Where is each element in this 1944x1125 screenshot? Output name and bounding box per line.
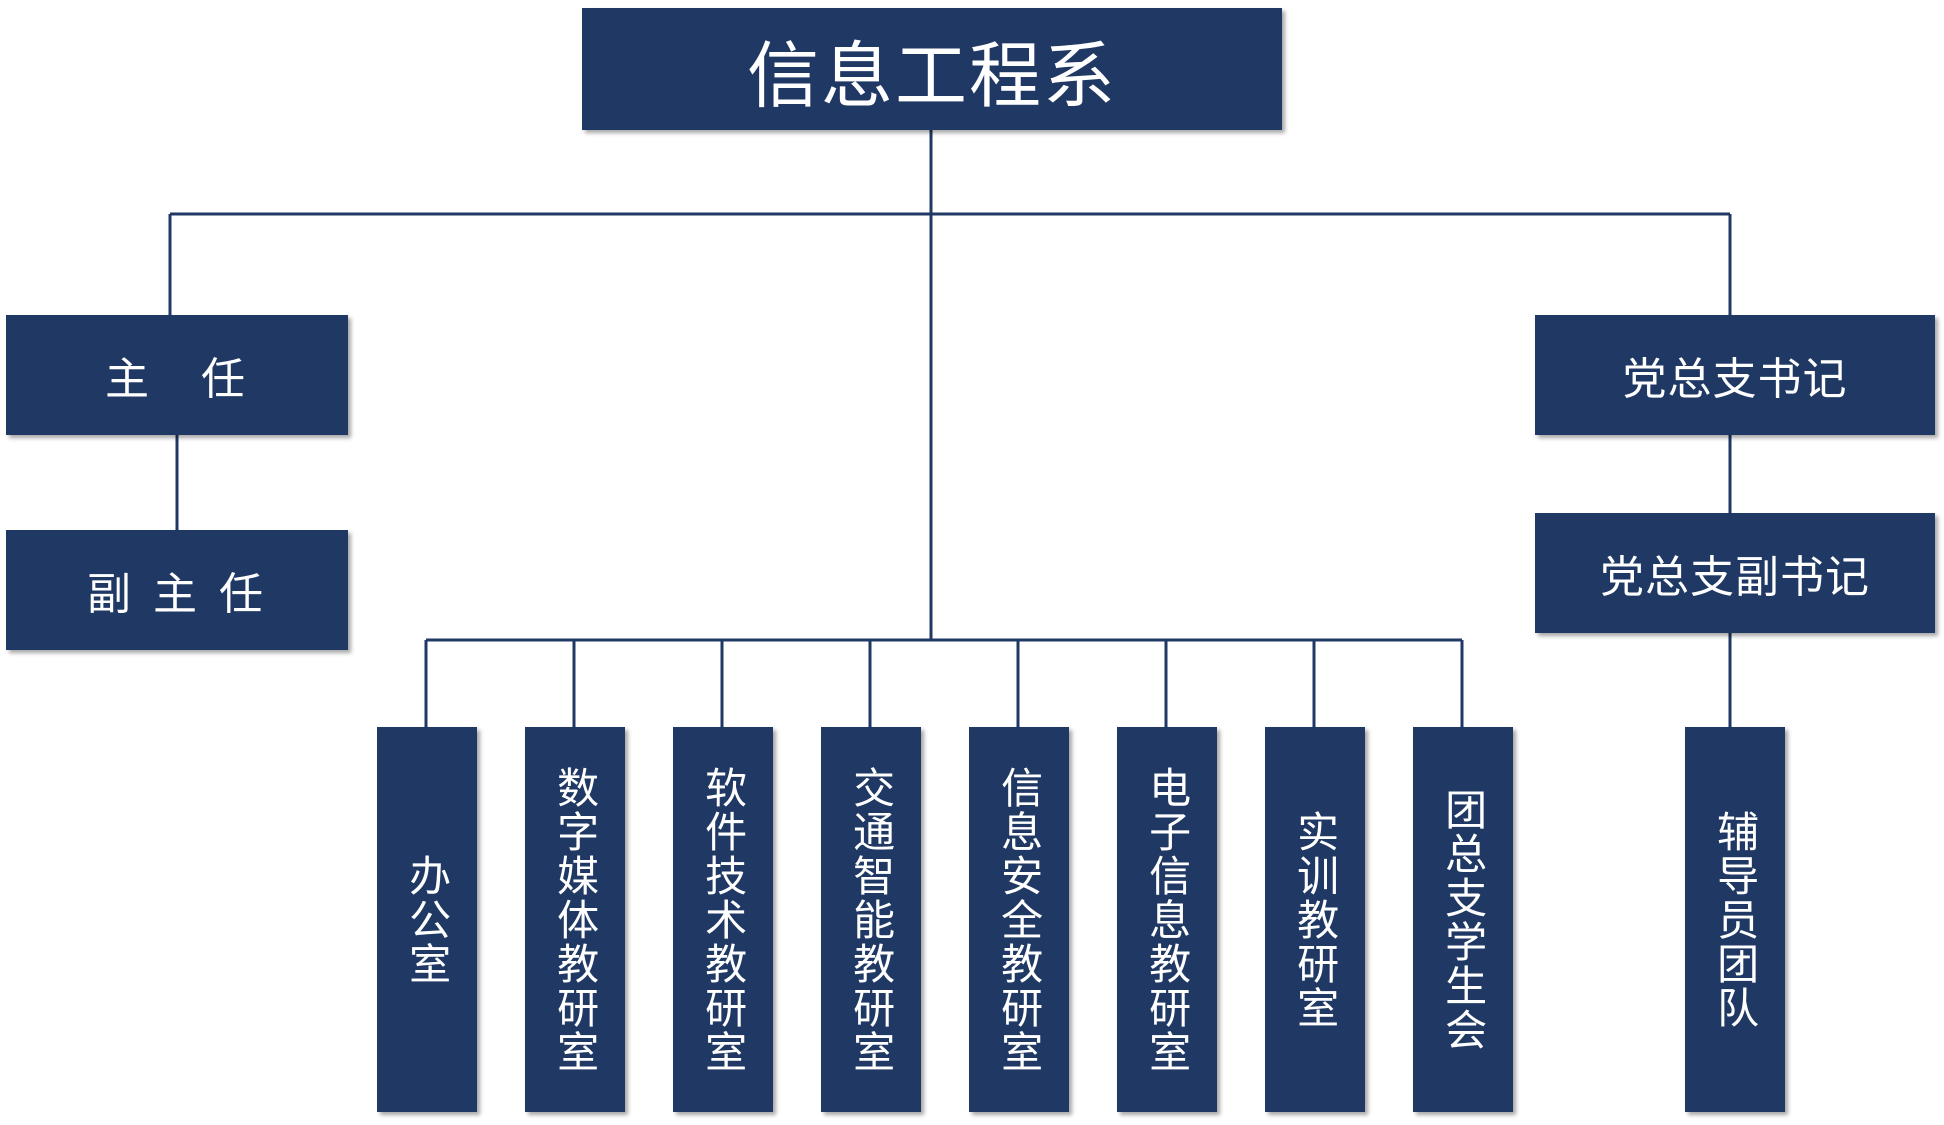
deputy-director-node: 副 主 任 <box>6 530 348 650</box>
party-secretary-node: 党总支书记 <box>1535 315 1935 435</box>
unit-label: 团总支学生会 <box>1438 787 1488 1052</box>
counselor-team-label: 辅导员团队 <box>1710 809 1760 1030</box>
unit-label: 数字媒体教研室 <box>550 765 600 1074</box>
unit-node-electronic-info: 电子信息教研室 <box>1117 727 1217 1112</box>
director-label: 主 任 <box>105 354 249 405</box>
party-deputy-secretary-label: 党总支副书记 <box>1600 552 1870 603</box>
unit-label: 软件技术教研室 <box>698 765 748 1074</box>
root-node: 信息工程系 <box>582 8 1282 130</box>
deputy-director-label: 副 主 任 <box>87 569 267 620</box>
unit-label: 交通智能教研室 <box>846 765 896 1074</box>
root-label: 信息工程系 <box>746 33 1117 118</box>
unit-label: 办公室 <box>402 853 452 986</box>
unit-label: 电子信息教研室 <box>1142 765 1192 1074</box>
party-deputy-secretary-node: 党总支副书记 <box>1535 513 1935 633</box>
unit-label: 信息安全教研室 <box>994 765 1044 1074</box>
unit-node-training: 实训教研室 <box>1265 727 1365 1112</box>
unit-node-office: 办公室 <box>377 727 477 1112</box>
counselor-team-node: 辅导员团队 <box>1685 727 1785 1112</box>
party-secretary-label: 党总支书记 <box>1622 354 1848 405</box>
unit-node-digital-media: 数字媒体教研室 <box>525 727 625 1112</box>
director-node: 主 任 <box>6 315 348 435</box>
unit-node-info-security: 信息安全教研室 <box>969 727 1069 1112</box>
unit-node-software-tech: 软件技术教研室 <box>673 727 773 1112</box>
unit-node-youth-league-union: 团总支学生会 <box>1413 727 1513 1112</box>
unit-node-traffic-intelligence: 交通智能教研室 <box>821 727 921 1112</box>
unit-label: 实训教研室 <box>1290 809 1340 1030</box>
